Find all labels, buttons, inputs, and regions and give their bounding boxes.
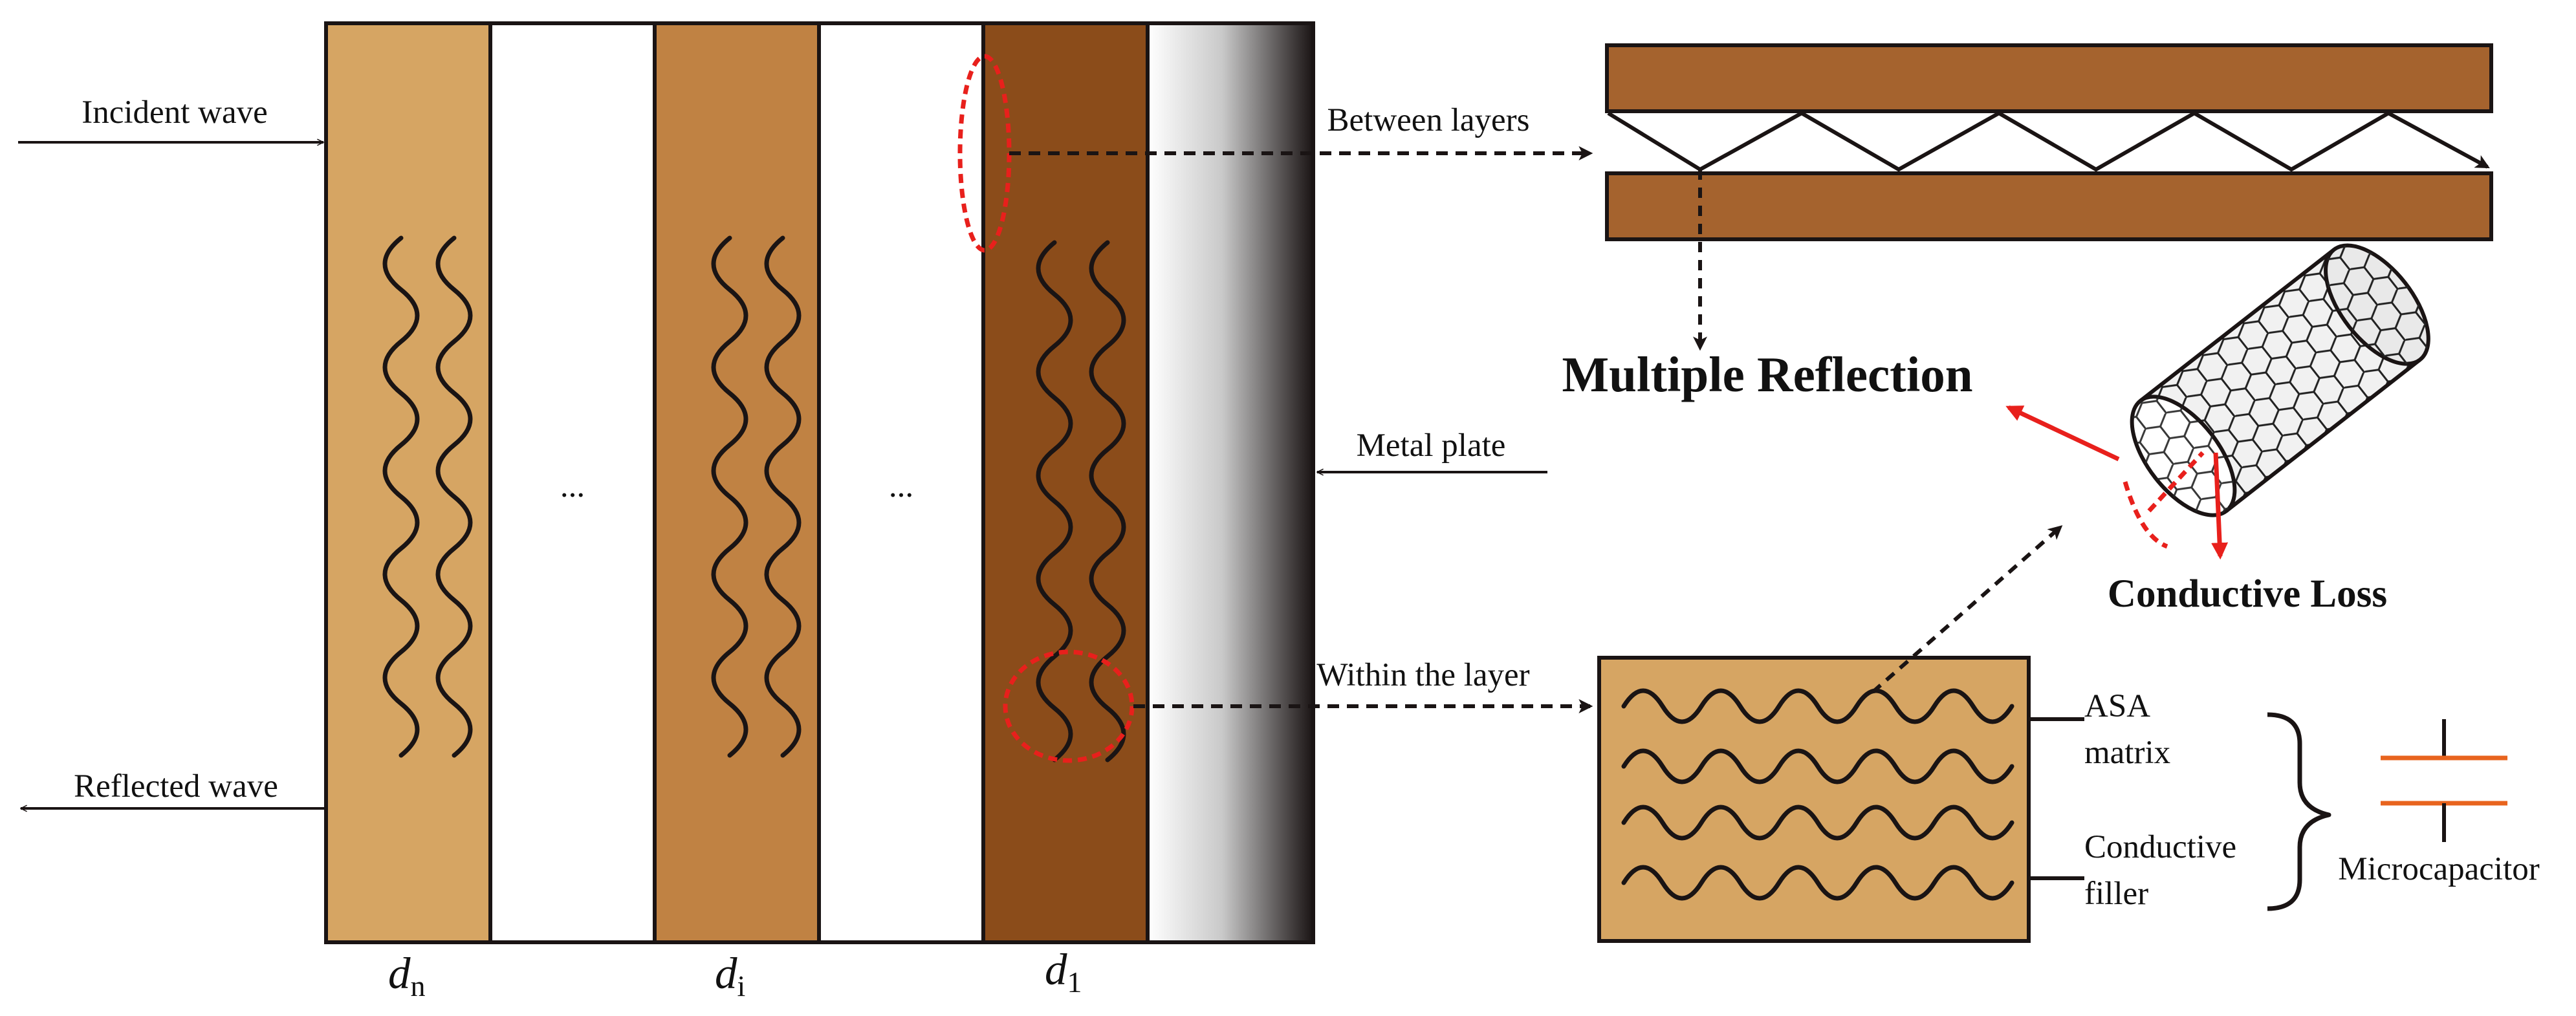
reflected-wave: Reflected wave	[21, 768, 326, 808]
incident-wave: Incident wave	[18, 94, 323, 142]
between-layers-label: Between layers	[1327, 102, 1530, 138]
between-layers-connector: Between layers	[1009, 102, 1593, 160]
filler-wave-row-3	[1621, 805, 2014, 841]
spacer-layer-2	[819, 23, 983, 942]
layer-label-di: di	[715, 949, 745, 1002]
multiple-reflection-label: Multiple Reflection	[1562, 347, 1972, 402]
microcapacitor-label: Microcapacitor	[2338, 851, 2540, 887]
layer-label-dn: dn	[388, 949, 426, 1002]
metal-plate	[1148, 23, 1313, 942]
conductive-path	[2123, 481, 2168, 549]
highlight-within-layer	[1003, 649, 1135, 763]
filler-wave-row-1	[1621, 688, 2014, 724]
reflected-wave-label: Reflected wave	[74, 768, 278, 805]
curly-brace	[2267, 712, 2331, 911]
filler-waves-d1	[1036, 240, 1126, 762]
within-layer-detail: ASA matrix Conductive filler Microcapaci…	[1597, 525, 2540, 943]
within-layer-label: Within the layer	[1316, 657, 1529, 693]
within-layer-connector: Within the layer	[1133, 657, 1593, 713]
upper-plate	[1605, 43, 2493, 113]
ellipsis-1: ...	[560, 468, 585, 504]
filler-wave-row-4	[1621, 865, 2014, 901]
layered-absorber: ... ... dn di d1	[324, 21, 1315, 1002]
spacer-layer-1	[490, 23, 655, 942]
multiple-reflection-detail: Multiple Reflection	[1562, 43, 2493, 402]
carbon-nanotube-icon: Conductive Loss	[2005, 243, 2430, 616]
layer-label-d1: d1	[1045, 945, 1082, 999]
microcapacitor-icon	[2381, 719, 2507, 842]
lower-plate	[1605, 171, 2493, 241]
filler-waves-dn	[382, 235, 473, 758]
asa-matrix-label-1: ASA	[2084, 688, 2150, 724]
conductive-filler-label-1: Conductive	[2084, 829, 2236, 865]
conductive-filler-label-2: filler	[2084, 876, 2148, 912]
reflection-path	[1607, 111, 2490, 172]
filler-waves-di	[711, 235, 802, 758]
layer-dn	[326, 23, 490, 942]
ellipsis-2: ...	[889, 468, 913, 504]
conductive-loss-label: Conductive Loss	[2108, 572, 2387, 616]
metal-plate-callout: Metal plate	[1317, 427, 1547, 472]
incident-wave-label: Incident wave	[82, 94, 267, 131]
asa-matrix-label-2: matrix	[2084, 735, 2170, 771]
filler-wave-row-2	[1621, 748, 2014, 784]
metal-plate-label: Metal plate	[1357, 427, 1506, 464]
layer-di	[655, 23, 819, 942]
